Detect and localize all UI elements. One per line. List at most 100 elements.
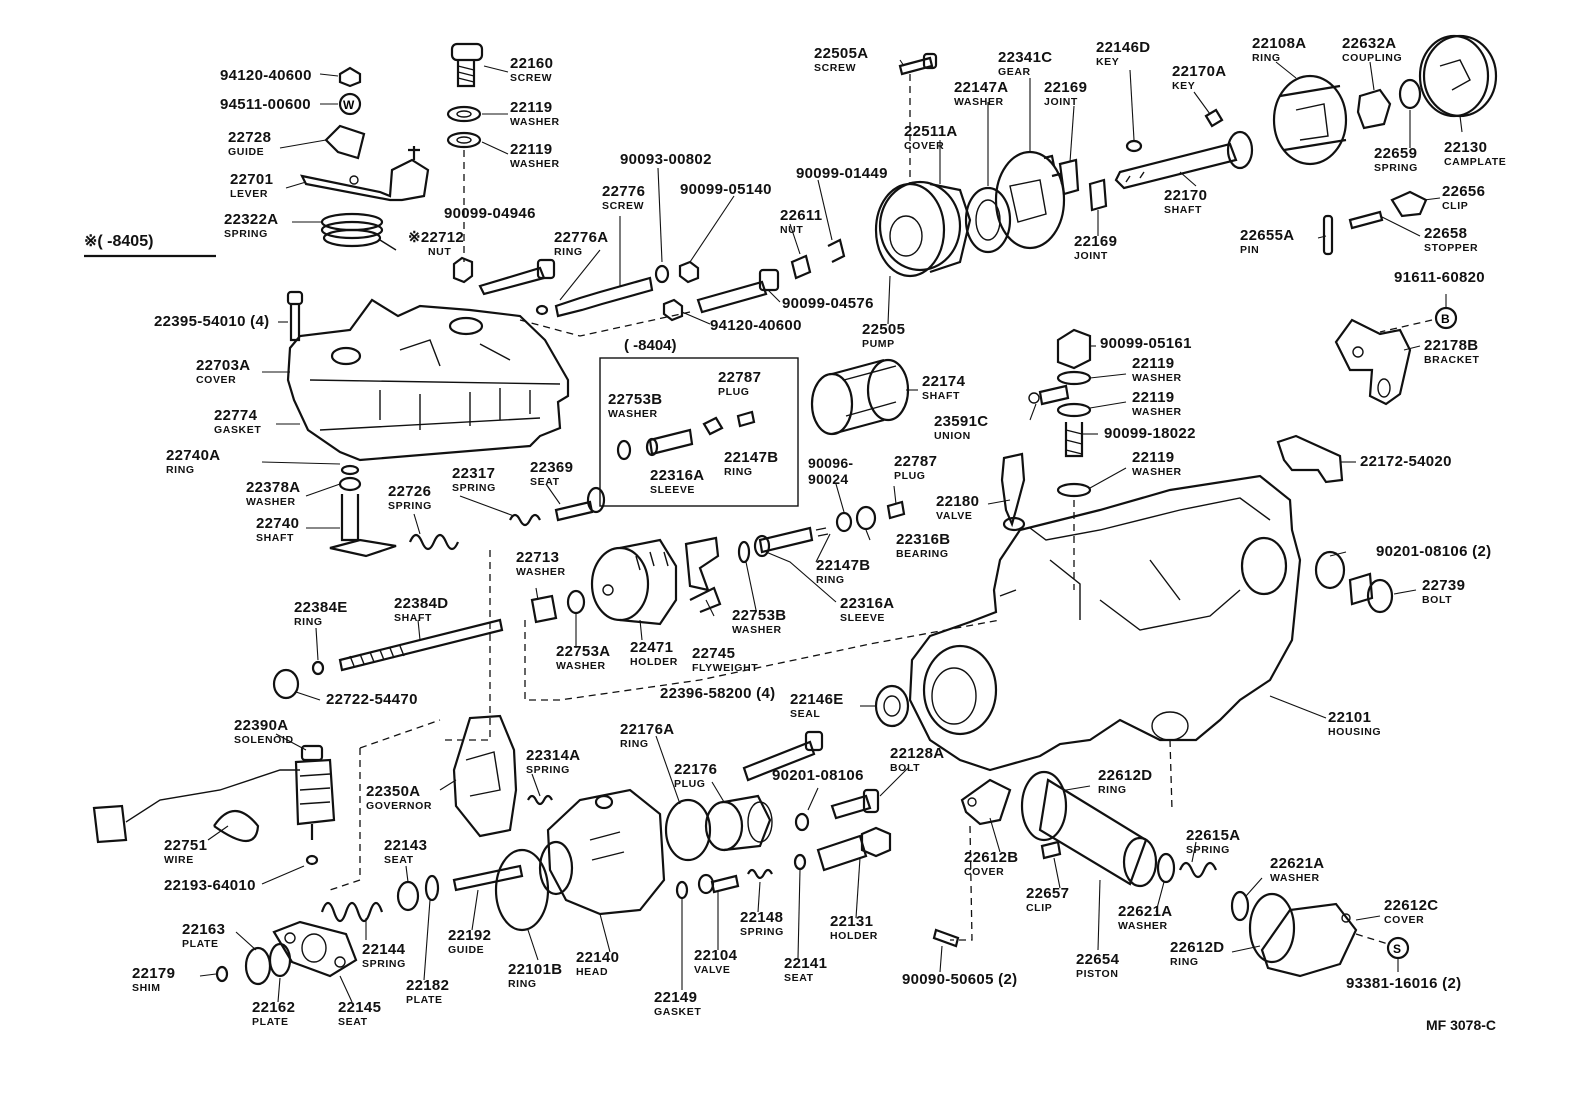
part-label: 94120-40600: [220, 67, 312, 84]
valve-22180-drawing: [1000, 452, 1026, 532]
washer-22713-drawing: [530, 589, 586, 624]
seat-22369-drawing: [554, 486, 606, 522]
part-label: 90099-18022: [1104, 425, 1196, 442]
ring-22176a-drawing: [664, 798, 712, 862]
cover-22703a-drawing: [286, 298, 570, 462]
joint-drawing: [1058, 158, 1108, 212]
cover-22612b-drawing: [960, 778, 1012, 826]
part-label: 22172-54020: [1360, 453, 1452, 470]
bearing-parts-drawing: [737, 500, 906, 564]
bolt-22395-drawing: [286, 290, 304, 342]
svg-text:W: W: [343, 98, 355, 112]
screw-90099-04946-drawing: [478, 258, 556, 296]
union-drawing: [1028, 328, 1092, 498]
screw-22505a-drawing: [898, 52, 938, 76]
ring-22612d-drawing: [1020, 770, 1068, 842]
part-label: 90099-01449: [796, 165, 888, 182]
spring-22317-drawing: [509, 513, 541, 527]
nut-22712-drawing: [452, 256, 474, 284]
clip-22657-drawing: [1040, 840, 1062, 860]
cover-22511a-drawing: [874, 180, 972, 278]
spring-22615a-drawing: [1178, 861, 1218, 879]
valve-22104-drawing: [697, 873, 740, 895]
ring-22108a-drawing: [1272, 74, 1348, 166]
head-22140-drawing: [538, 788, 666, 916]
inset-range-marker: ( -8404): [624, 337, 677, 354]
gasket-22149-drawing: [675, 880, 689, 900]
part-label: 90201-08106 (2): [1376, 543, 1492, 560]
bolt-22128a-drawing: [794, 788, 880, 832]
ring-22101b-drawing: [494, 848, 550, 932]
part-label: 90090-50605 (2): [902, 971, 1018, 988]
small-nuts-drawing: [654, 260, 700, 322]
part-label: 22395-54010 (4): [154, 313, 270, 330]
part-label: 90201-08106: [772, 767, 864, 784]
clip-stopper-drawing: [1322, 190, 1428, 256]
part-label: 90093-00802: [620, 151, 712, 168]
housing-22101-drawing: [908, 474, 1302, 772]
screw-90099-04576-drawing: [696, 238, 846, 314]
washer-22621a-drawing: [1156, 852, 1250, 922]
holder-22471-drawing: [590, 538, 678, 626]
plates-drawing: [215, 942, 292, 986]
spring-22314a-drawing: [527, 794, 553, 806]
washer-drawing: [446, 105, 482, 149]
shaft-22384d-drawing: [272, 618, 504, 700]
washer-22147a-drawing: [964, 186, 1012, 254]
key-22146d-drawing: [1125, 139, 1143, 153]
inset-parts-drawing: [616, 410, 756, 461]
part-label: 90099-04576: [782, 295, 874, 312]
part-label: 94511-00600: [220, 96, 311, 113]
w-washer-drawing: W: [338, 92, 362, 116]
camplate-drawing: [1418, 34, 1498, 118]
spring-22144-drawing: [320, 901, 384, 923]
